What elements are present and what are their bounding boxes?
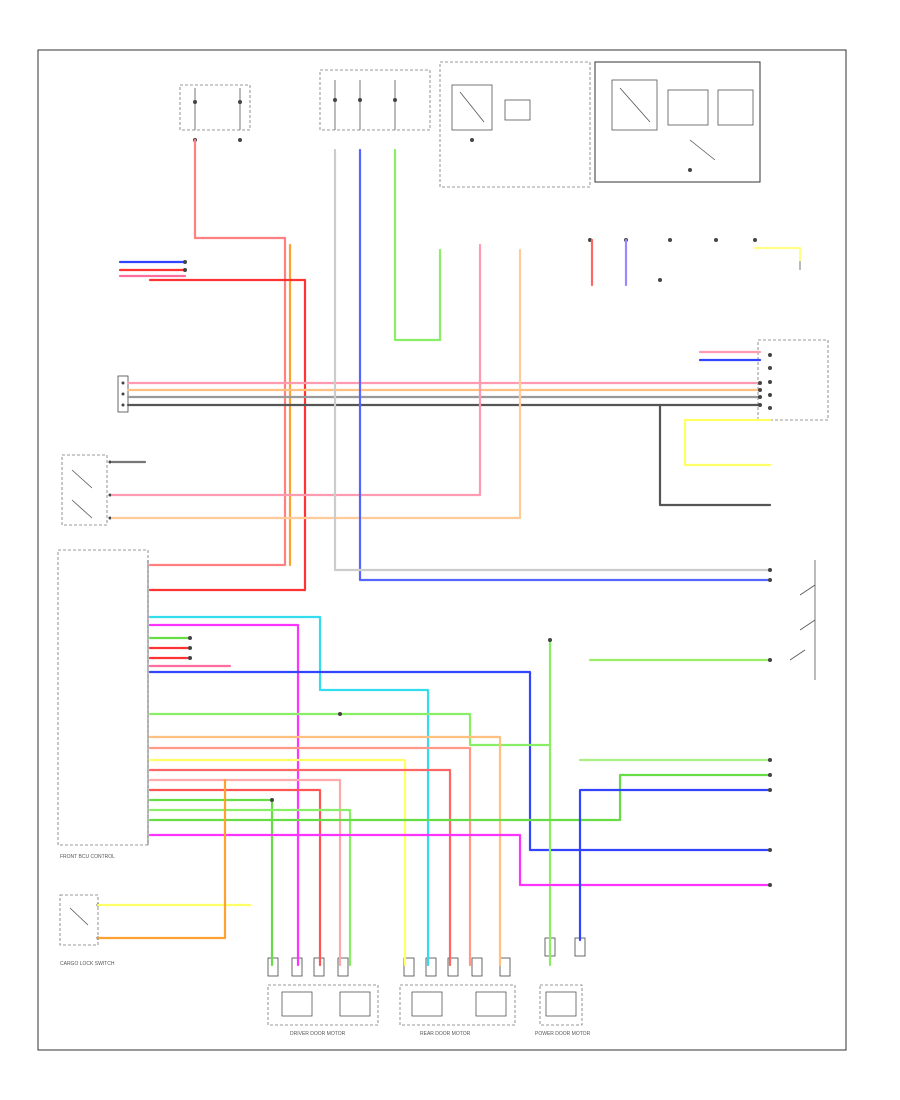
wire-blue-bcm-2	[578, 788, 772, 942]
wire-harness	[96, 138, 802, 967]
relay-box-top-center	[439, 61, 591, 188]
wire-red-bcm-3	[148, 768, 452, 967]
power-door-motor-label: POWER DOOR MOTOR	[535, 1031, 591, 1037]
wire-blue-center-fuse	[358, 148, 772, 582]
left-connector-block	[117, 375, 129, 413]
driver-door-motor	[267, 984, 379, 1026]
wire-orange-bcm-2	[148, 746, 472, 967]
fuse-block-center	[319, 69, 431, 131]
wire-light-gray-center	[333, 148, 772, 572]
wire-green-bcm-3	[148, 808, 352, 967]
rear-door-motor	[399, 984, 516, 1026]
wire-red-bcm-4	[148, 788, 322, 967]
wire-magenta-bcm	[148, 623, 300, 967]
wire-yellow-bcm	[148, 758, 407, 967]
wire-yellow-right	[683, 418, 772, 467]
cooling-fan-switch	[61, 454, 112, 526]
wire-blue-bcm	[148, 670, 772, 852]
fuse-block-left	[179, 84, 251, 142]
power-door-motor	[539, 984, 583, 1026]
driver-door-motor-label: DRIVER DOOR MOTOR	[290, 1031, 346, 1037]
wire-magenta-bcm-2	[148, 833, 772, 887]
wire-pink-fuse-feed	[148, 138, 287, 567]
junction-dots	[183, 260, 772, 887]
right-module-box	[757, 339, 829, 421]
diagram-frame	[37, 49, 847, 1051]
wire-yellow-top-right	[753, 246, 802, 262]
rear-door-motor-label: REAR DOOR MOTOR	[420, 1031, 471, 1037]
bottom-connector-row	[267, 937, 586, 977]
wire-pink-bcm-2	[148, 778, 342, 967]
wire-green-bcm-4	[148, 773, 772, 822]
connector-group-top-right	[588, 238, 801, 282]
cargo-lock-switch	[59, 894, 100, 946]
right-switch-contacts	[789, 560, 816, 680]
wire-gray-right-loop	[658, 403, 772, 507]
wire-red-main	[148, 278, 307, 592]
front-body-control-module	[57, 549, 149, 846]
cargo-lock-switch-label: CARGO LOCK SWITCH	[60, 961, 115, 967]
front-body-control-label: FRONT BCU CONTROL	[60, 854, 115, 860]
wire-salmon-cooling-fan	[110, 248, 522, 520]
wire-orange-cargo	[96, 778, 227, 940]
wire-green-bcm-2	[148, 798, 274, 967]
wire-green-door	[148, 712, 552, 967]
relay-box-top-right	[594, 61, 761, 183]
wire-green-relay	[393, 148, 442, 342]
wire-orange-bcm-1	[148, 735, 502, 967]
wire-cyan-bcm	[148, 615, 430, 967]
wire-pink-cooling-fan	[110, 243, 482, 497]
